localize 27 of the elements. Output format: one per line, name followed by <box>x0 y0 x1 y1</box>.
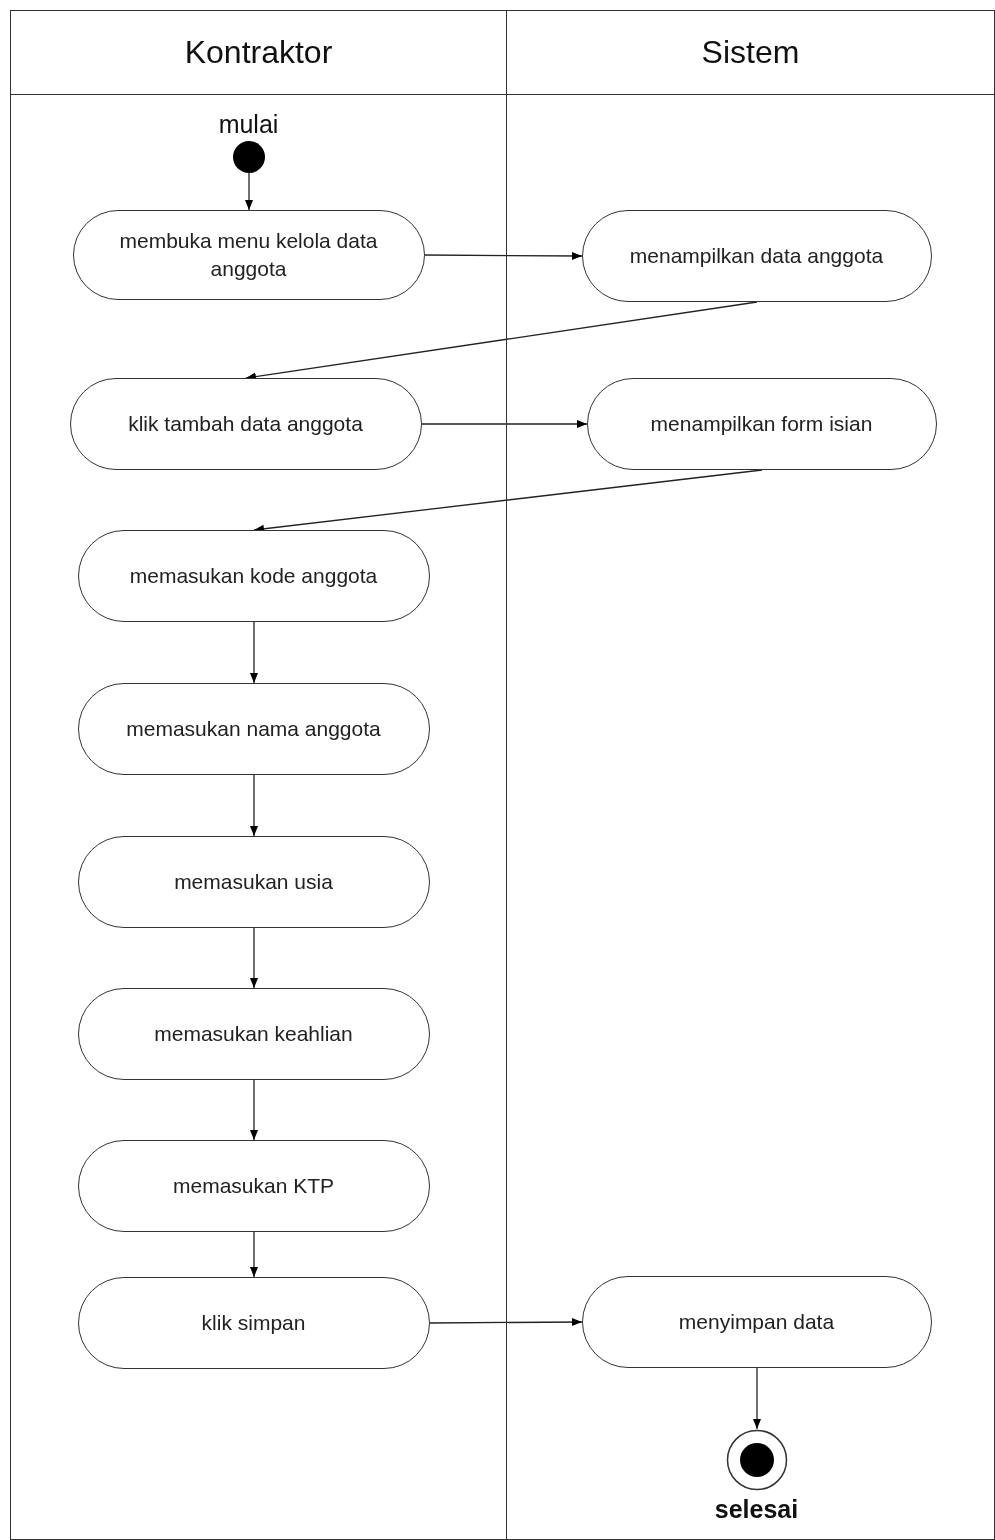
lane-title: Kontraktor <box>11 11 506 95</box>
arrow <box>421 420 588 428</box>
arrow <box>424 251 583 260</box>
lane-title: Sistem <box>507 11 994 95</box>
action-box: membuka menu kelola data anggota <box>72 209 425 300</box>
action-box: memasukan kode anggota <box>77 529 430 622</box>
arrow <box>250 1231 258 1278</box>
action-box: menampilkan form isian <box>586 377 937 470</box>
arrow <box>753 1367 761 1430</box>
action-box: memasukan KTP <box>77 1139 430 1232</box>
action-box: menyimpan data <box>581 1275 932 1368</box>
swimlane <box>10 10 507 1540</box>
node-caption: selesai <box>714 1494 799 1524</box>
node-caption: mulai <box>218 109 279 139</box>
arrow <box>250 621 258 684</box>
action-box: menampilkan data anggota <box>581 209 932 302</box>
arrow <box>250 774 258 837</box>
action-box: klik tambah data anggota <box>69 377 422 470</box>
arrow <box>245 172 253 211</box>
action-box: klik simpan <box>77 1276 430 1369</box>
arrow <box>250 1079 258 1141</box>
action-box: memasukan usia <box>77 835 430 928</box>
swimlane <box>506 10 995 1540</box>
action-box: memasukan keahlian <box>77 987 430 1080</box>
action-box: memasukan nama anggota <box>77 682 430 775</box>
arrow <box>429 1318 583 1327</box>
arrow <box>250 927 258 989</box>
